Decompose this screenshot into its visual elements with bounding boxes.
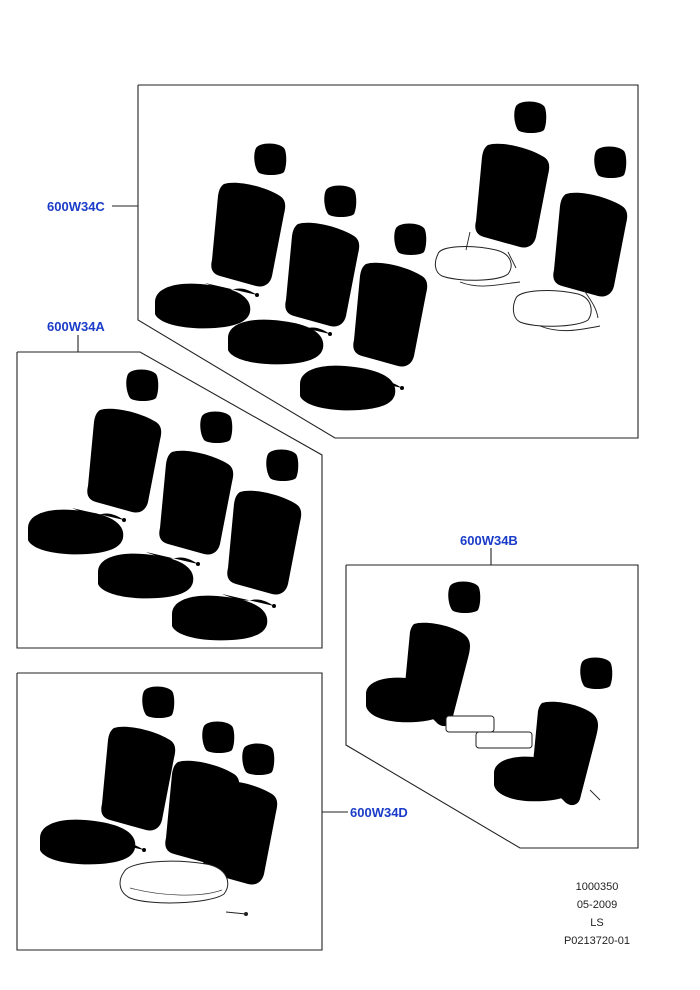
- frame-b: [345, 564, 639, 849]
- reference-block: 1000350 05-2009 LS P0213720-01: [564, 881, 630, 947]
- ref-number: 1000350: [576, 881, 619, 893]
- ref-date: 05-2009: [577, 899, 617, 911]
- seat-a1: [28, 369, 162, 555]
- group-600w34d: 600W34D: [16, 672, 408, 951]
- ref-code: LS: [590, 917, 603, 929]
- seat-c5-folding: [512, 146, 628, 332]
- frame-d: [16, 672, 323, 951]
- ref-part-id: P0213720-01: [564, 935, 630, 947]
- group-600w34a: 600W34A: [16, 319, 323, 649]
- callout-600w34a[interactable]: 600W34A: [47, 319, 105, 334]
- group-600w34b: 600W34B: [345, 533, 639, 849]
- callout-600w34c[interactable]: 600W34C: [47, 199, 105, 214]
- seat-b2-front-right: [494, 657, 613, 806]
- group-600w34c: 600W34C: [47, 84, 639, 439]
- callout-600w34d[interactable]: 600W34D: [350, 805, 408, 820]
- callout-600w34b[interactable]: 600W34B: [460, 533, 518, 548]
- seat-b1-front-left: [366, 581, 533, 749]
- frame-a: [16, 351, 323, 649]
- seat-d2-split-bench: [119, 721, 278, 916]
- seat-c4-folding: [434, 101, 550, 287]
- seat-d1: [40, 686, 176, 865]
- frame-c: [137, 84, 639, 439]
- seat-c1: [155, 143, 287, 329]
